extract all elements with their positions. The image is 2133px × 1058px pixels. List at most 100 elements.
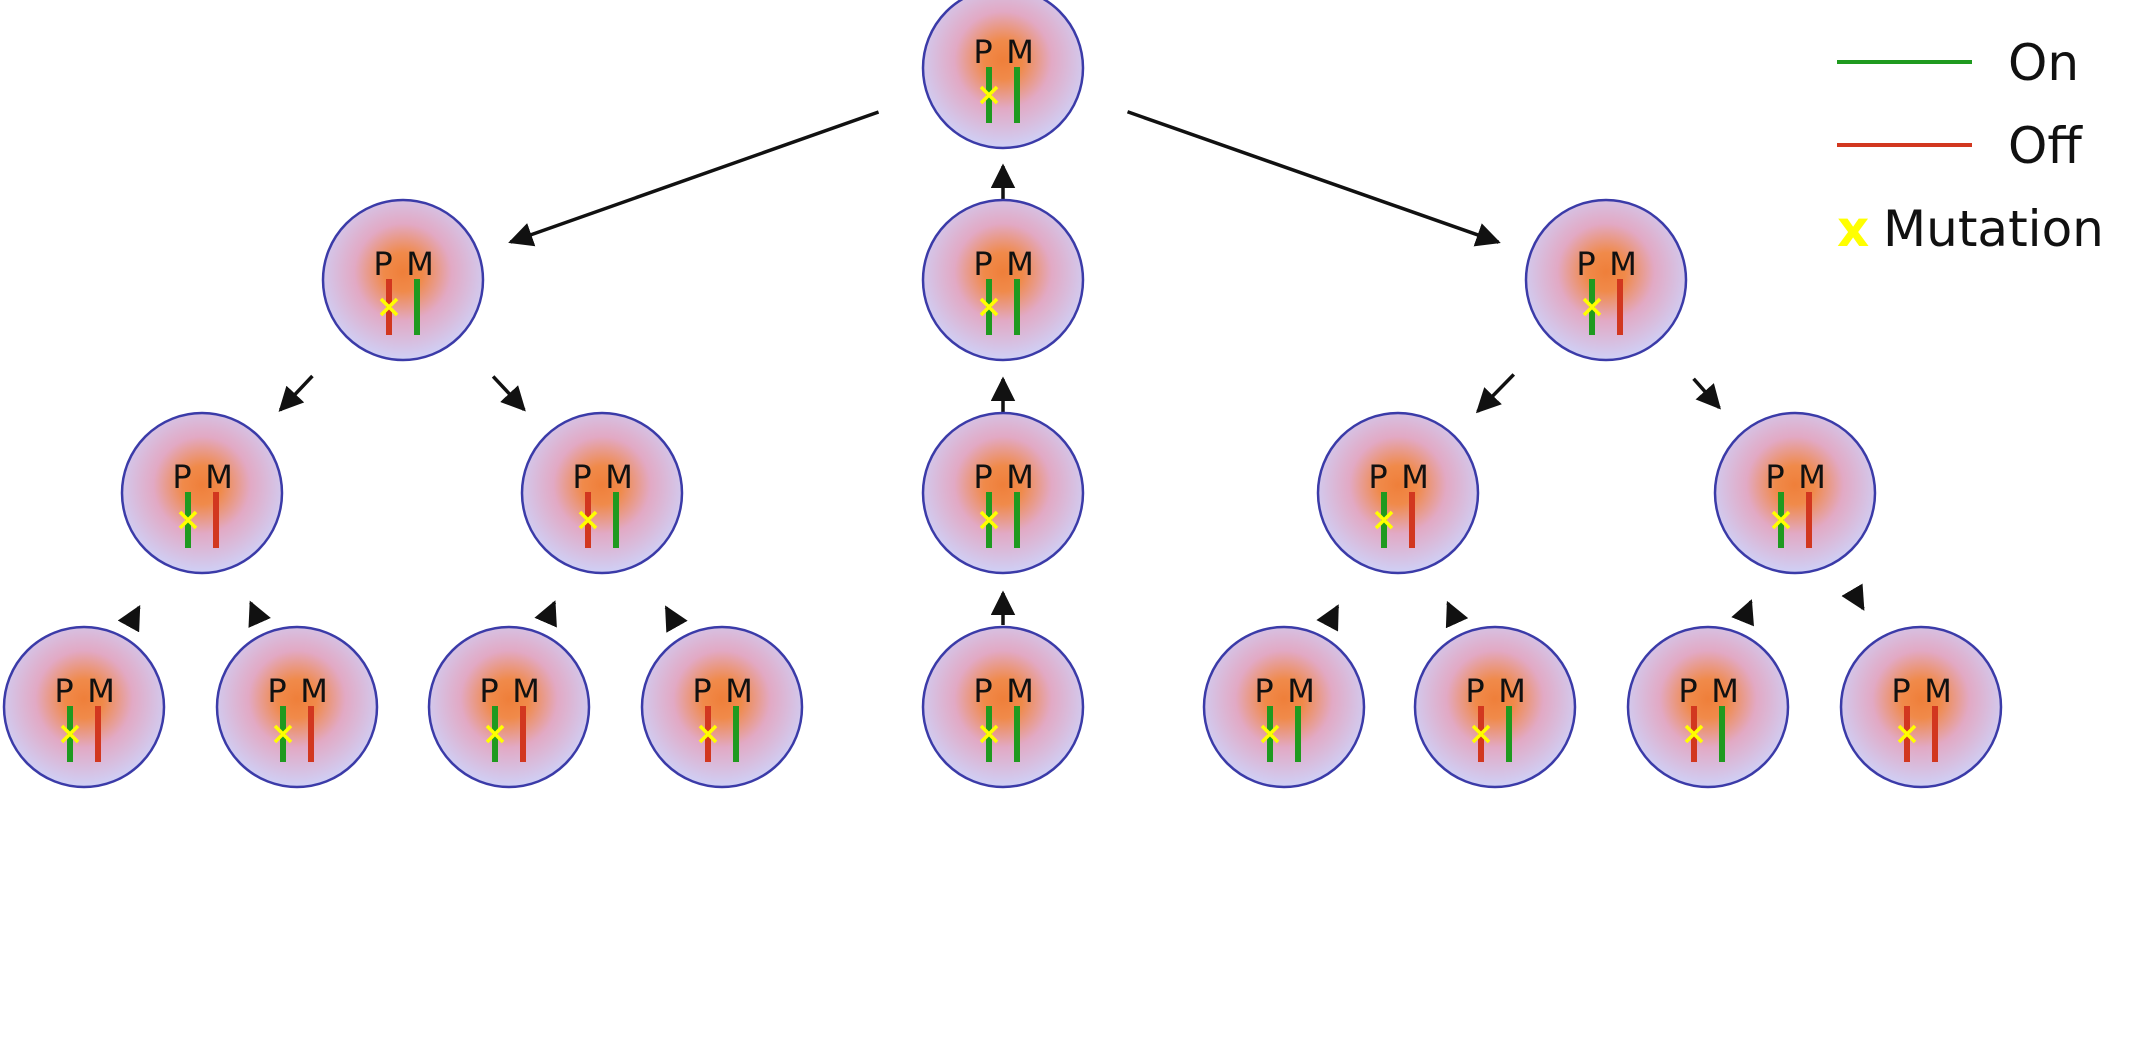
paternal-label: P (1368, 458, 1387, 496)
mutation-icon (1374, 510, 1394, 530)
arrow-to-g3f (1316, 604, 1340, 632)
paternal-label: P (1891, 672, 1910, 710)
cell-body (1713, 411, 1877, 575)
arrow-to-g3b (248, 600, 271, 628)
paternal-label: P (172, 458, 191, 496)
arrow-to-g3g (1445, 600, 1469, 629)
legend-item-on: On (1837, 34, 2079, 92)
cell-body (1524, 198, 1688, 362)
mutation-icon (979, 724, 999, 744)
maternal-label: M (1006, 458, 1034, 496)
cell-body (215, 625, 379, 789)
arrow-to-g1a (508, 110, 880, 247)
cell-body (921, 411, 1085, 575)
maternal-label: M (1711, 672, 1739, 710)
maternal-label: M (406, 245, 434, 283)
arrow-to-g3i (1841, 583, 1865, 611)
mutation-icon (698, 724, 718, 744)
arrow-to-g2b (491, 375, 526, 412)
paternal-label: P (973, 458, 992, 496)
cell-body (1626, 625, 1790, 789)
arrow-to-g1c (1126, 110, 1501, 247)
cell-body (321, 198, 485, 362)
mutation-icon (979, 297, 999, 317)
paternal-label: P (1254, 672, 1273, 710)
paternal-label: P (1465, 672, 1484, 710)
mutation-icon (60, 724, 80, 744)
paternal-label: P (973, 245, 992, 283)
arrow-to-g2a (278, 374, 314, 412)
maternal-label: M (300, 672, 328, 710)
cell-body (921, 198, 1085, 362)
mutation-icon (1582, 297, 1602, 317)
cell-body (921, 625, 1085, 789)
mutation-icon (1471, 724, 1491, 744)
legend-item-off: Off (1837, 117, 2083, 175)
maternal-label: M (1006, 672, 1034, 710)
legend-label: Off (2008, 117, 2083, 175)
mutation-icon (979, 85, 999, 105)
arrow-to-g2d (1475, 373, 1516, 414)
maternal-label: M (512, 672, 540, 710)
maternal-label: M (1924, 672, 1952, 710)
paternal-label: P (973, 672, 992, 710)
paternal-label: P (54, 672, 73, 710)
cell-body (1839, 625, 2003, 789)
maternal-label: M (725, 672, 753, 710)
cell-body (2, 625, 166, 789)
maternal-label: M (1287, 672, 1315, 710)
maternal-label: M (1006, 245, 1034, 283)
mutation-icon (578, 510, 598, 530)
maternal-label: M (1006, 33, 1034, 71)
mutation-icon (979, 510, 999, 530)
mutation-icon (1897, 724, 1917, 744)
maternal-label: M (1401, 458, 1429, 496)
maternal-label: M (87, 672, 115, 710)
arrows-layer (117, 110, 1865, 633)
maternal-label: M (1798, 458, 1826, 496)
cell-body (1316, 411, 1480, 575)
paternal-label: P (479, 672, 498, 710)
mutation-icon (1260, 724, 1280, 744)
maternal-label: M (1498, 672, 1526, 710)
arrow-to-g3h (1731, 599, 1754, 627)
maternal-label: M (605, 458, 633, 496)
paternal-label: P (973, 33, 992, 71)
arrow-to-g3c (534, 600, 557, 628)
paternal-label: P (267, 672, 286, 710)
paternal-label: P (1576, 245, 1595, 283)
mutation-icon: x (1837, 200, 1869, 258)
paternal-label: P (692, 672, 711, 710)
maternal-label: M (205, 458, 233, 496)
mutation-icon (1684, 724, 1704, 744)
cell-body (120, 411, 284, 575)
mutation-icon (379, 297, 399, 317)
legend-label: On (2008, 34, 2079, 92)
legend-label: Mutation (1883, 200, 2104, 258)
mutation-icon (178, 510, 198, 530)
cell-body (427, 625, 591, 789)
paternal-label: P (572, 458, 591, 496)
arrow-to-g2e (1692, 377, 1721, 410)
